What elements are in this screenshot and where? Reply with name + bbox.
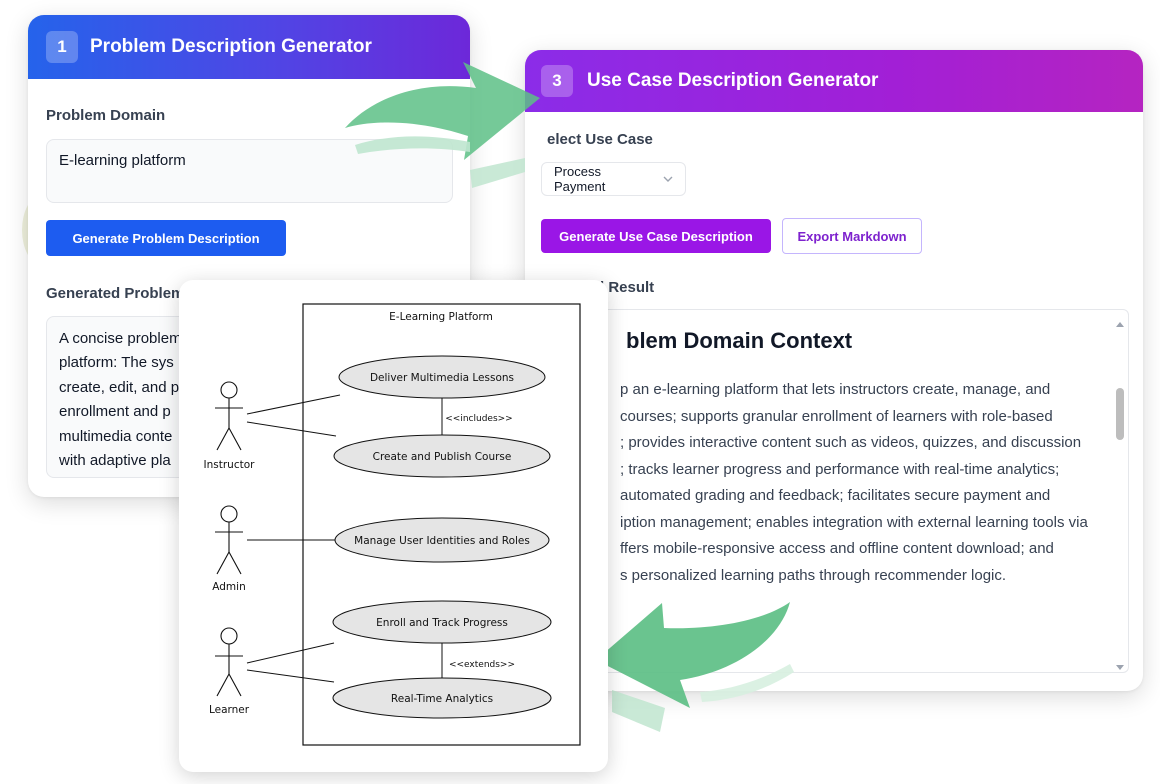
result-line: ; tracks learner progress and performanc… xyxy=(620,460,1060,478)
use-case-description-card: 3 Use Case Description Generator elect U… xyxy=(525,50,1143,691)
use-case-label: Real-Time Analytics xyxy=(391,693,493,705)
result-body: p an e-learning platform that lets instr… xyxy=(620,377,1088,589)
output-line: enrollment and p xyxy=(59,403,171,421)
use-case-enroll-track xyxy=(332,600,552,644)
result-line: ; provides interactive content such as v… xyxy=(620,434,1082,451)
result-line: iption management; enables integration w… xyxy=(620,513,1088,531)
output-line: multimedia conte xyxy=(59,427,173,445)
scrollbar[interactable] xyxy=(1112,310,1128,672)
system-title: E-Learning Platform xyxy=(389,311,493,323)
use-case-label: Deliver Multimedia Lessons xyxy=(370,372,514,384)
step-badge: 1 xyxy=(46,31,78,63)
use-case-select[interactable]: Process Payment xyxy=(541,162,686,196)
includes-label: <<includes>> xyxy=(445,414,512,424)
use-case-label: Enroll and Track Progress xyxy=(376,617,508,629)
card-header: 3 Use Case Description Generator xyxy=(525,50,1143,112)
use-case-deliver-lessons xyxy=(338,355,546,399)
actor-instructor xyxy=(215,381,243,451)
scrollbar-thumb[interactable] xyxy=(1116,388,1124,440)
use-case-diagram: E-Learning Platform Instructor Admin Lea… xyxy=(204,303,581,746)
actor-learner xyxy=(215,627,243,697)
actor-label: Admin xyxy=(212,581,245,593)
generated-problem-label: Generated Problem xyxy=(46,285,185,302)
generate-use-case-button[interactable]: Generate Use Case Description xyxy=(541,219,771,253)
card-header: 1 Problem Description Generator xyxy=(28,15,470,79)
actor-label: Instructor xyxy=(204,459,256,471)
result-heading: blem Domain Context xyxy=(626,328,853,353)
generated-result-label: d Result xyxy=(595,279,655,296)
actor-label: Learner xyxy=(209,704,250,716)
extends-label: <<extends>> xyxy=(449,660,515,670)
result-line: automated grading and feedback; facilita… xyxy=(620,487,1051,504)
scroll-down-icon[interactable] xyxy=(1115,659,1125,672)
problem-domain-label: Problem Domain xyxy=(46,107,166,124)
result-line: s personalized learning paths through re… xyxy=(620,566,1007,584)
system-boundary xyxy=(302,303,581,746)
use-case-label: Manage User Identities and Roles xyxy=(354,535,530,547)
select-use-case-label: elect Use Case xyxy=(547,131,653,148)
step-badge: 3 xyxy=(541,65,573,97)
result-line: courses; supports granular enrollment of… xyxy=(620,407,1053,425)
result-line: ffers mobile-responsive access and offli… xyxy=(620,540,1054,557)
chevron-down-icon xyxy=(663,175,673,183)
associations xyxy=(246,394,443,683)
card-title: Problem Description Generator xyxy=(90,36,372,57)
scroll-up-icon[interactable] xyxy=(1115,315,1125,333)
use-case-realtime-analytics xyxy=(332,677,552,719)
use-case-manage-identities xyxy=(334,517,550,563)
use-case-diagram-card: E-Learning Platform Instructor Admin Lea… xyxy=(179,280,608,772)
output-line: create, edit, and p xyxy=(59,378,180,396)
select-value: Process Payment xyxy=(554,164,606,194)
curved-arrow-icon xyxy=(345,62,540,188)
use-case-label: Create and Publish Course xyxy=(373,451,512,463)
use-case-create-course xyxy=(333,434,551,478)
generate-problem-button[interactable]: Generate Problem Description xyxy=(46,220,286,256)
output-line: with adaptive pla xyxy=(59,452,171,470)
output-line: platform: The sys xyxy=(59,354,174,372)
curved-arrow-icon xyxy=(596,602,794,732)
actor-admin xyxy=(215,505,243,575)
export-markdown-button[interactable]: Export Markdown xyxy=(782,218,922,254)
result-line: p an e-learning platform that lets instr… xyxy=(620,381,1051,398)
output-line: A concise problem xyxy=(59,330,182,347)
card-title: Use Case Description Generator xyxy=(587,70,879,91)
result-panel[interactable]: blem Domain Context p an e-learning plat… xyxy=(541,309,1129,673)
